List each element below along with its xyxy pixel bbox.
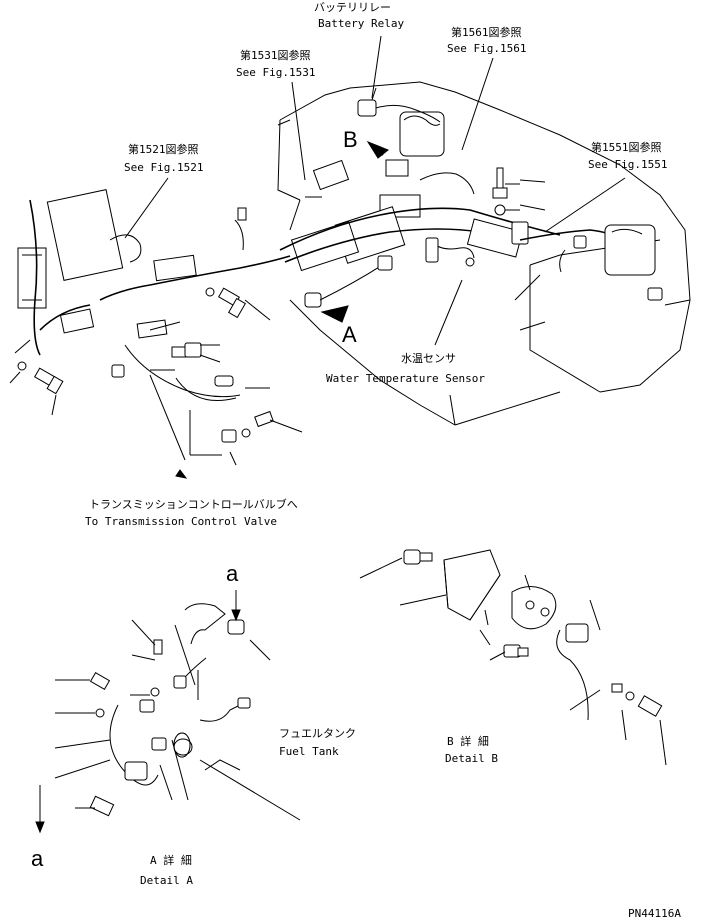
- ref-a-bottom: a: [31, 846, 44, 871]
- detail-a-jp: A 詳 細: [150, 853, 192, 867]
- water-temp-jp: 水温センサ: [401, 352, 456, 365]
- water-temp-en: Water Temperature Sensor: [326, 372, 485, 385]
- view-arrow-a: [320, 305, 349, 323]
- left-fusebox-cluster: [17, 189, 291, 356]
- fig1521-jp: 第1521図参照: [128, 142, 199, 156]
- detail-a-drawing: [35, 590, 301, 834]
- fasteners: [17, 287, 274, 443]
- ref-a-top: a: [226, 561, 239, 586]
- view-label-b: B: [343, 127, 358, 152]
- detail-b-jp: B 詳 細: [447, 734, 489, 748]
- trans-valve-jp: トランスミッションコントロールバルブへ: [89, 497, 298, 511]
- fuel-tank-en: Fuel Tank: [279, 745, 339, 758]
- detail-b-en: Detail B: [445, 752, 498, 765]
- trans-valve-en: To Transmission Control Valve: [85, 515, 277, 528]
- fuel-tank-jp: フュエルタンク: [279, 727, 356, 740]
- fig1531-jp: 第1531図参照: [240, 48, 311, 62]
- fig1551-en: See Fig.1551: [588, 158, 667, 171]
- harness-junction: [279, 159, 561, 308]
- detail-a-en: Detail A: [140, 874, 193, 887]
- detail-b-drawing: [359, 549, 667, 766]
- battery-relay-jp: バッテリリレー: [314, 1, 391, 14]
- part-number: PN44116A: [628, 907, 681, 920]
- fig1561-en: See Fig.1561: [447, 42, 526, 55]
- engine-outline: [277, 81, 691, 426]
- view-arrow-b: [366, 140, 389, 159]
- battery-relay: [357, 87, 445, 157]
- fig1531-en: See Fig.1531: [236, 66, 315, 79]
- battery-relay-en: Battery Relay: [318, 17, 404, 30]
- view-label-a: A: [342, 322, 357, 347]
- fig1521-en: See Fig.1521: [124, 161, 203, 174]
- fig1551-jp: 第1551図参照: [591, 140, 662, 154]
- leader-lines-top: [9, 35, 691, 466]
- arrow-head-trans: [175, 469, 188, 479]
- fig1561-jp: 第1561図参照: [451, 25, 522, 39]
- right-harness: [466, 167, 663, 301]
